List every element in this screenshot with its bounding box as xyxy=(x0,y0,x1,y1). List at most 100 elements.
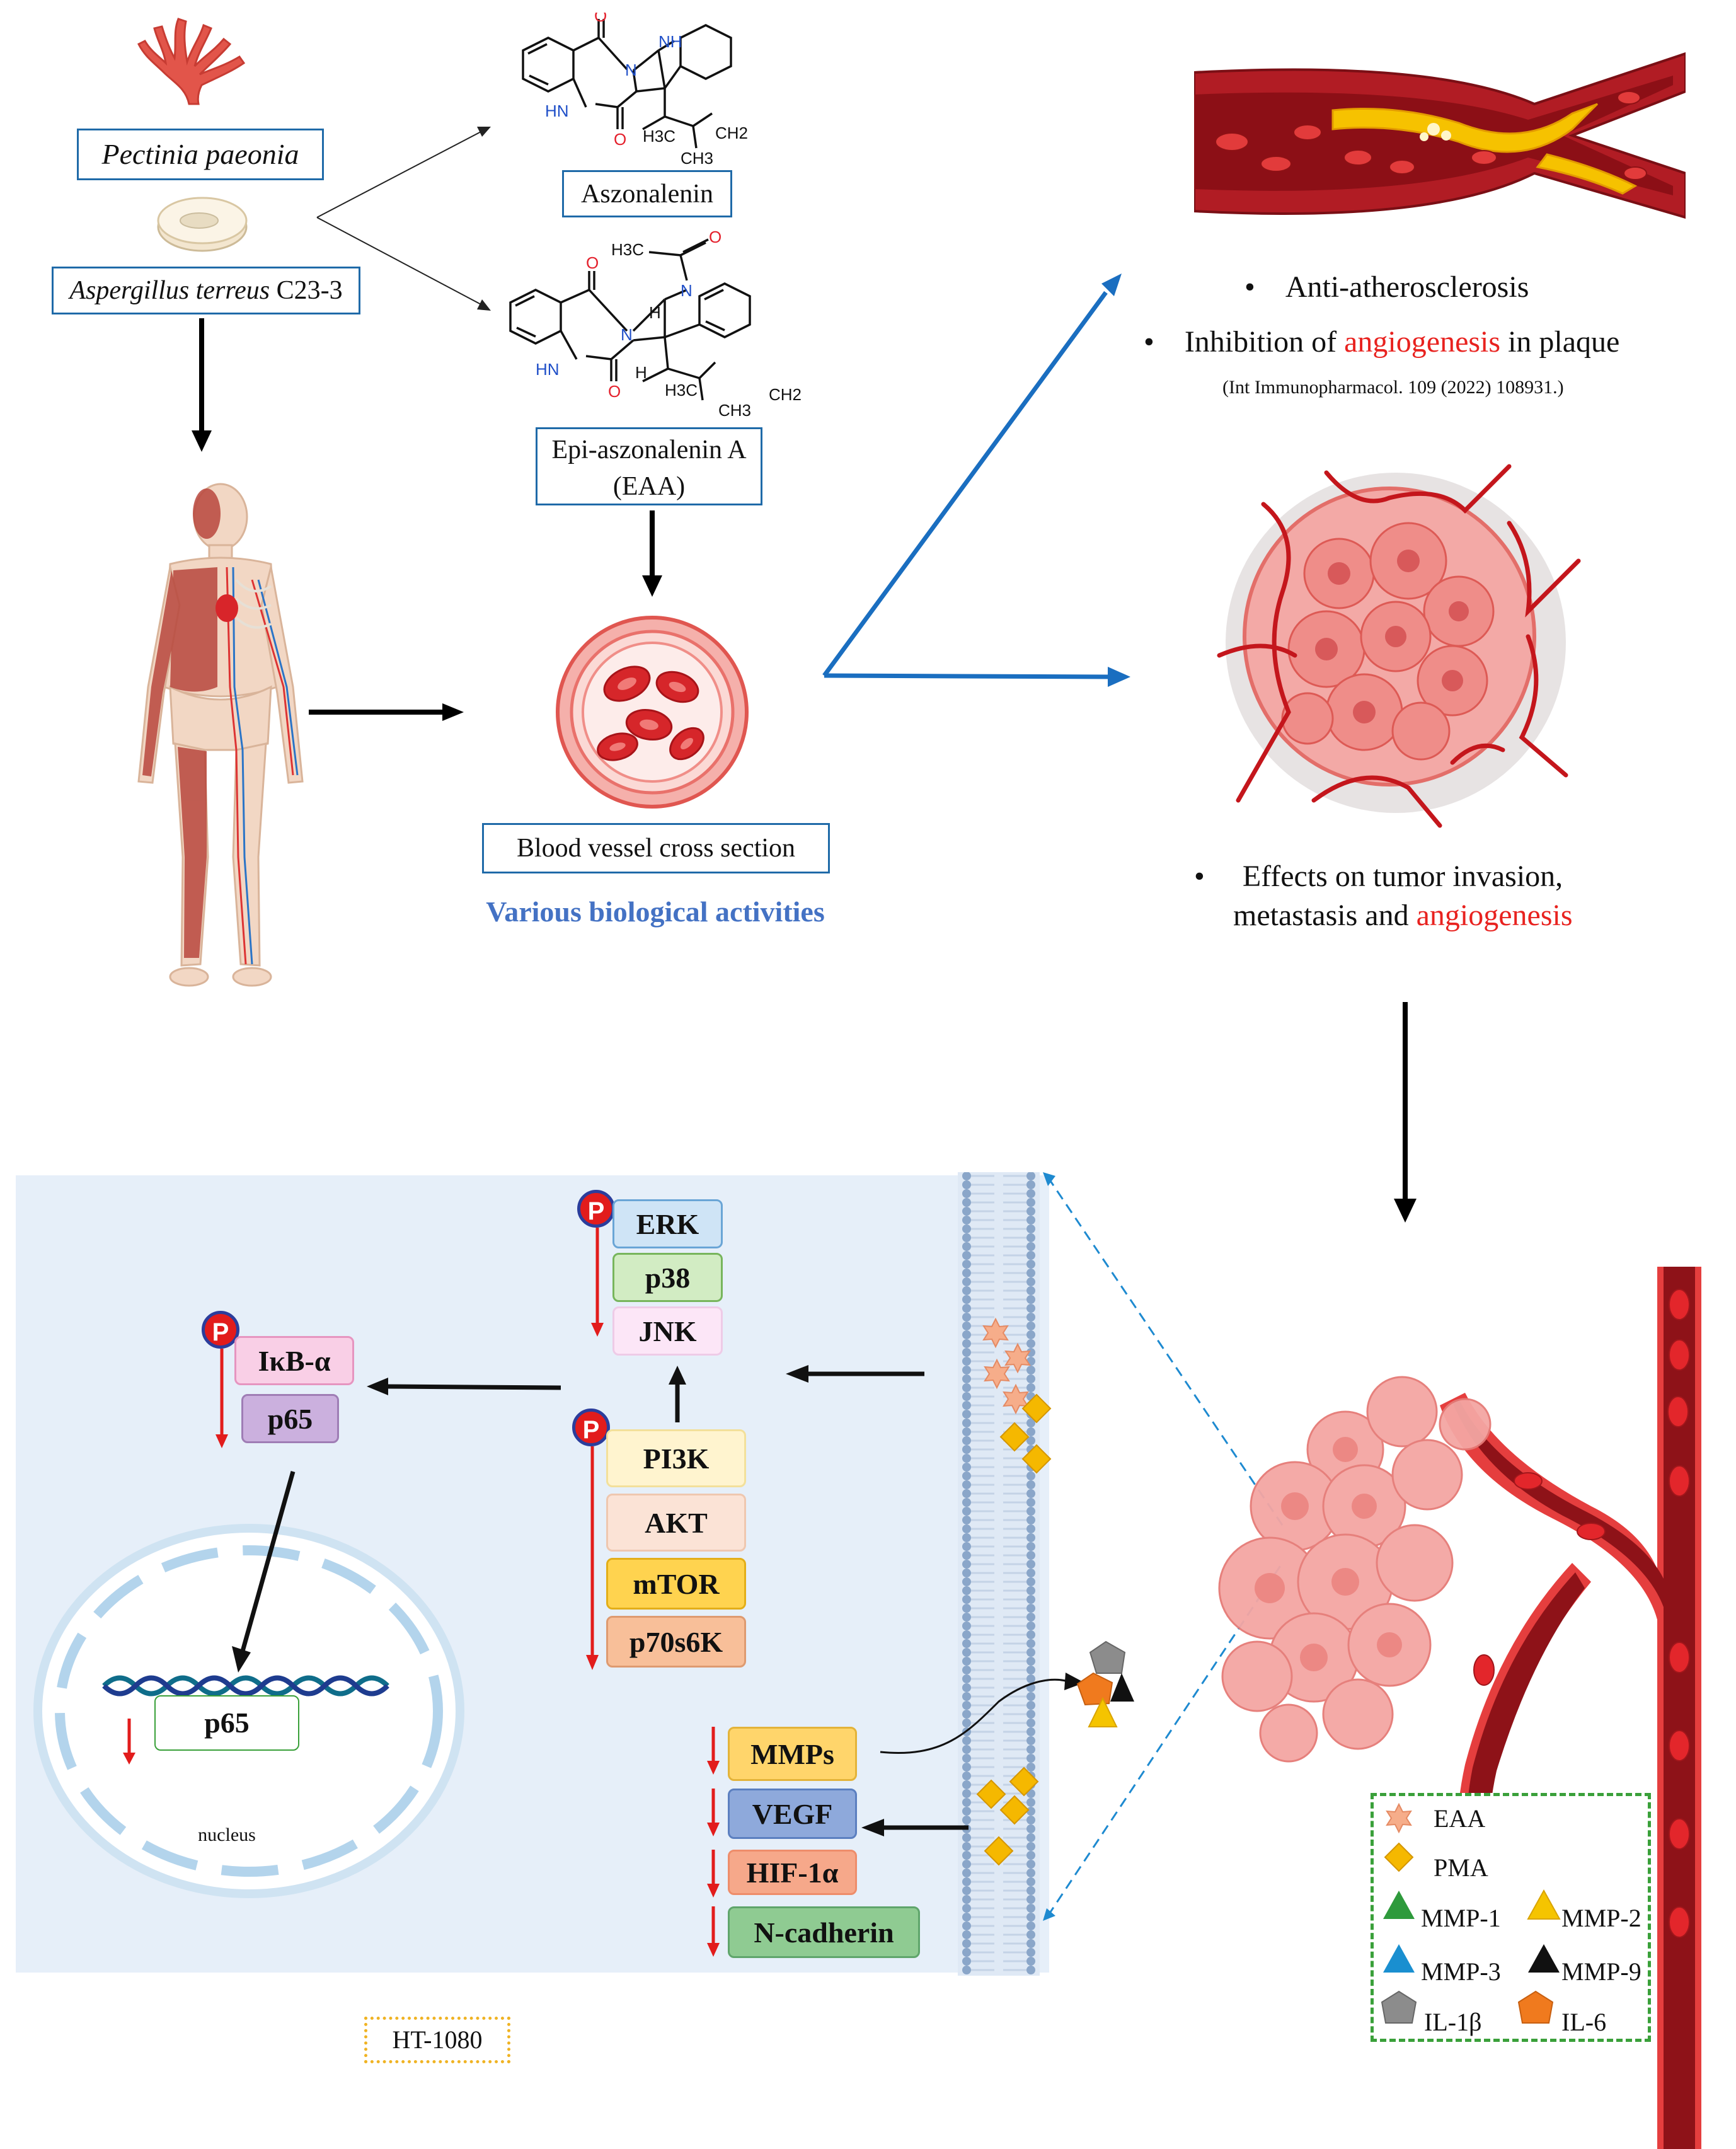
lipid-head xyxy=(962,1921,971,1930)
lipid-head xyxy=(1026,1798,1035,1807)
lipid-head xyxy=(1026,1251,1035,1260)
aszonalenin-label: Aszonalenin xyxy=(562,170,732,217)
lipid-head xyxy=(962,1366,971,1374)
lipid-head xyxy=(962,1851,971,1860)
nucleus-label: nucleus xyxy=(198,1824,256,1845)
secreted-factors-cluster xyxy=(1076,1640,1134,1727)
legend-icons xyxy=(1381,1802,1561,2024)
lipid-head xyxy=(962,1454,971,1463)
lipid-head xyxy=(1026,1313,1035,1322)
lipid-head xyxy=(1026,1304,1035,1313)
lipid-head xyxy=(962,1710,971,1719)
legend-eaa-label: EAA xyxy=(1434,1804,1486,1833)
down-arrow-pi3k xyxy=(586,1446,599,1670)
lipid-head xyxy=(1026,1727,1035,1736)
legend-box xyxy=(1371,1793,1651,2042)
lipid-head xyxy=(1026,1948,1035,1957)
lipid-head xyxy=(962,1436,971,1445)
lipid-head xyxy=(1026,1895,1035,1904)
chem-nh: NH xyxy=(658,32,682,51)
lipid-head xyxy=(1026,1339,1035,1348)
lipid-head xyxy=(1026,1172,1035,1180)
nucleus-gene-p65: p65 xyxy=(154,1695,299,1751)
lipid-head xyxy=(1026,1860,1035,1869)
lipid-head xyxy=(962,1842,971,1851)
mmp-9-triangle xyxy=(1110,1673,1134,1702)
cell-line-label: HT-1080 xyxy=(364,2017,510,2063)
lipid-head xyxy=(1026,1516,1035,1524)
legend-mmp-1-icon xyxy=(1383,1891,1415,1919)
legend-mmp-2-icon xyxy=(1527,1889,1561,1920)
lipid-head xyxy=(1026,1904,1035,1913)
vascularized-tumor-illustration xyxy=(1217,464,1581,828)
lipid-head xyxy=(1026,1622,1035,1630)
il-1b-pentagon xyxy=(1089,1640,1126,1674)
chem2-hn: HN xyxy=(536,360,560,379)
arrows-strain-to-compounds xyxy=(316,127,491,311)
lipid-head xyxy=(1026,1348,1035,1357)
lipid-head xyxy=(1026,1269,1035,1277)
lipid-head xyxy=(1026,1374,1035,1383)
pathway-jnk: JNK xyxy=(612,1306,723,1356)
lipid-head xyxy=(1026,1577,1035,1586)
lipid-head xyxy=(962,1374,971,1383)
lipid-head xyxy=(1026,1216,1035,1224)
lipid-head xyxy=(962,1745,971,1754)
lipid-head xyxy=(1026,1524,1035,1533)
lipid-head xyxy=(962,1674,971,1683)
lipid-head xyxy=(1026,1436,1035,1445)
lipid-head xyxy=(962,1683,971,1692)
phospho-marker-mapk: P xyxy=(577,1190,615,1228)
lipid-head xyxy=(1026,1966,1035,1974)
lipid-head xyxy=(1026,1542,1035,1551)
lipid-head xyxy=(962,1948,971,1957)
pathway-p70s6k: p70s6K xyxy=(606,1616,746,1668)
phospho-marker-pi3k: P xyxy=(572,1409,610,1446)
pma-diamond xyxy=(984,1836,1014,1866)
legend-eaa-icon xyxy=(1386,1802,1412,1834)
lipid-head xyxy=(1026,1913,1035,1921)
lipid-head xyxy=(1026,1551,1035,1560)
lipid-head xyxy=(1026,1383,1035,1392)
lipid-head xyxy=(962,1472,971,1480)
effect-bullet-tumor: • Effects on tumor invasion, metastasis … xyxy=(1194,860,1573,932)
lipid-head xyxy=(1026,1851,1035,1860)
arrow-tumor-to-invasion xyxy=(1394,1002,1417,1223)
lipid-head xyxy=(962,1895,971,1904)
lipid-head xyxy=(962,1463,971,1472)
down-arrow-mapk xyxy=(591,1228,604,1337)
pathway-ikb-alpha: IκB-α xyxy=(234,1336,354,1385)
lipid-head xyxy=(962,1957,971,1966)
eaa-star xyxy=(983,1318,1008,1347)
lipid-head xyxy=(962,1260,971,1269)
chem2-o-top: O xyxy=(586,253,599,272)
lipid-head xyxy=(962,1692,971,1701)
lipid-head xyxy=(962,1939,971,1948)
eaa-star xyxy=(1005,1344,1030,1373)
lipid-head xyxy=(1026,1419,1035,1427)
epi-aszonalenin-label: Epi-aszonalenin A (EAA) xyxy=(536,427,762,505)
lipid-head xyxy=(1026,1701,1035,1710)
chem2-o-acetyl: O xyxy=(709,228,721,246)
target-vegf: VEGF xyxy=(728,1789,857,1839)
lipid-head xyxy=(1026,1569,1035,1577)
lipid-head xyxy=(1026,1295,1035,1304)
lipid-head xyxy=(962,1242,971,1251)
lipid-head xyxy=(1026,1674,1035,1683)
lipid-head xyxy=(1026,1604,1035,1613)
lipid-head xyxy=(1026,1886,1035,1895)
lipid-head xyxy=(1026,1489,1035,1498)
legend-mmp-2-label: MMP-2 xyxy=(1561,1904,1641,1932)
fungus-strain-label: Aspergillus terreus C23-3 xyxy=(52,267,360,314)
lipid-head xyxy=(962,1295,971,1304)
chem2-h-top: H xyxy=(649,303,661,322)
coral-species-label: Pectinia paeonia xyxy=(77,129,324,180)
lipid-head xyxy=(1026,1224,1035,1233)
lipid-head xyxy=(1026,1710,1035,1719)
lipid-head xyxy=(1026,1533,1035,1542)
legend-mmp-3-icon xyxy=(1383,1944,1415,1973)
mmp-2-triangle xyxy=(1088,1697,1118,1727)
membrane-ligands-lower xyxy=(976,1766,1039,1866)
lipid-head xyxy=(962,1807,971,1816)
lipid-head xyxy=(962,1613,971,1622)
